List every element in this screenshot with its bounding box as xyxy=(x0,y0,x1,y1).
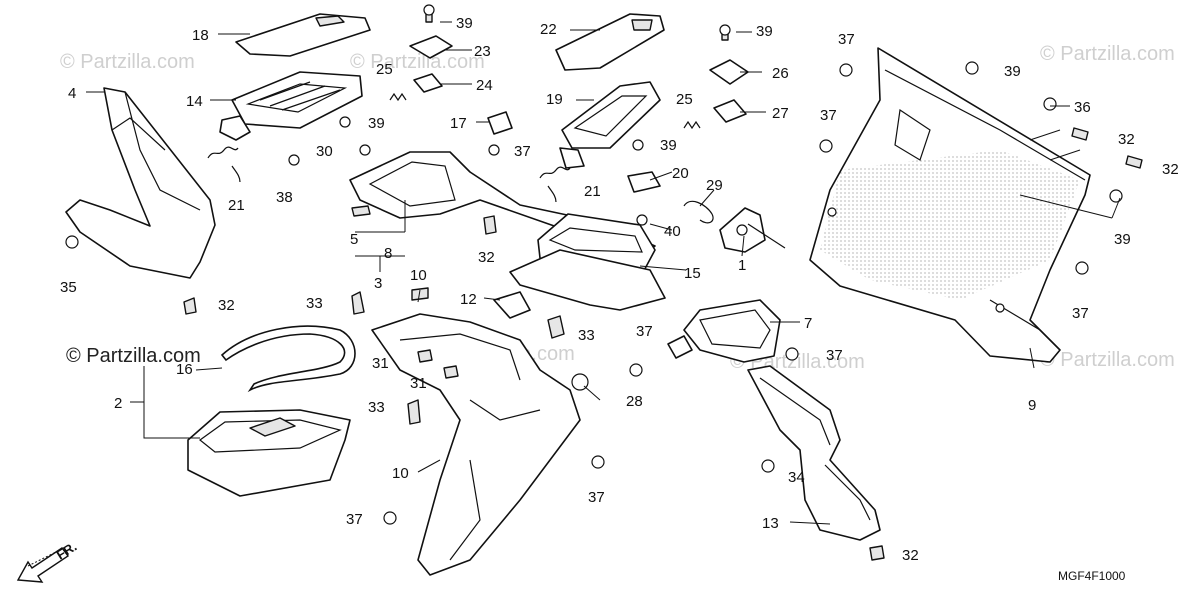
callout-10-small: 10 xyxy=(410,267,427,284)
callout-37-right: 37 xyxy=(820,107,837,124)
callout-14: 14 xyxy=(186,93,203,110)
part-14-tray xyxy=(219,71,363,141)
part-10-inner-panel xyxy=(371,313,581,576)
callout-27: 27 xyxy=(772,105,789,122)
callout-31-lower: 31 xyxy=(410,375,427,392)
callout-28: 28 xyxy=(626,393,643,410)
callout-23: 23 xyxy=(474,43,491,60)
callout-12: 12 xyxy=(460,291,477,308)
callout-labels: 18 4 14 21 38 30 39 25 39 23 24 17 37 22… xyxy=(60,15,1179,564)
callout-32-left: 32 xyxy=(218,297,235,314)
watermark-center: © Partzilla.com xyxy=(350,51,485,73)
drawing-code: MGF4F1000 xyxy=(1058,569,1126,583)
callout-38: 38 xyxy=(276,189,293,206)
callout-8: 8 xyxy=(384,245,392,262)
callout-25-right: 25 xyxy=(676,91,693,108)
callout-32-right2: 32 xyxy=(1162,161,1179,178)
callout-19: 19 xyxy=(546,91,563,108)
part-9-inner-cover xyxy=(809,47,1091,363)
callout-29: 29 xyxy=(706,177,723,194)
part-12-bracket xyxy=(493,291,531,319)
callout-26: 26 xyxy=(772,65,789,82)
callout-37-center: 37 xyxy=(514,143,531,160)
callout-34: 34 xyxy=(788,469,805,486)
callout-7: 7 xyxy=(804,315,812,332)
callout-10-large: 10 xyxy=(392,465,409,482)
callout-21-right: 21 xyxy=(584,183,601,200)
callout-18: 18 xyxy=(192,27,209,44)
callout-15: 15 xyxy=(684,265,701,282)
callout-4: 4 xyxy=(68,85,76,102)
callout-20: 20 xyxy=(672,165,689,182)
callout-37-lowright: 37 xyxy=(1072,305,1089,322)
callout-39-farright: 39 xyxy=(1004,63,1021,80)
callout-31-upper: 31 xyxy=(372,355,389,372)
callout-39-lowright: 39 xyxy=(1114,231,1131,248)
callout-32-right1: 32 xyxy=(1118,131,1135,148)
part-6-key-cylinder xyxy=(719,207,786,253)
callout-16: 16 xyxy=(176,361,193,378)
front-direction-arrow: FR. xyxy=(16,539,79,583)
callout-37-left7: 37 xyxy=(636,323,653,340)
springs xyxy=(207,92,701,203)
part-16-seal xyxy=(220,325,356,393)
part-29-clip xyxy=(683,200,714,224)
part-15-box xyxy=(509,213,666,311)
part-2-box xyxy=(187,409,351,497)
fasteners xyxy=(65,4,1143,561)
part-19-tray xyxy=(559,81,661,169)
part-7-duct xyxy=(667,299,781,363)
watermark-left: © Partzilla.com xyxy=(60,51,195,73)
callout-9: 9 xyxy=(1028,397,1036,414)
callout-5: 5 xyxy=(350,231,358,248)
callout-33-right: 33 xyxy=(578,327,595,344)
callout-37-topright: 37 xyxy=(838,31,855,48)
callout-37-bottom: 37 xyxy=(588,489,605,506)
part-22-lid xyxy=(555,13,665,71)
callout-30: 30 xyxy=(316,143,333,160)
watermark-dark: © Partzilla.com xyxy=(66,345,201,367)
part-18-lid xyxy=(235,13,371,57)
callout-37-mid: 37 xyxy=(826,347,843,364)
leader-lines xyxy=(86,21,1121,525)
callout-22: 22 xyxy=(540,21,557,38)
callout-13: 13 xyxy=(762,515,779,532)
callout-1: 1 xyxy=(738,257,746,274)
callout-3: 3 xyxy=(374,275,382,292)
callout-39-topright: 39 xyxy=(756,23,773,40)
callout-37-bottomleft: 37 xyxy=(346,511,363,528)
callout-36: 36 xyxy=(1074,99,1091,116)
callout-32-bottom: 32 xyxy=(902,547,919,564)
callout-21-left: 21 xyxy=(228,197,245,214)
callout-39-mid: 39 xyxy=(660,137,677,154)
callout-24: 24 xyxy=(476,77,493,94)
callout-25-left: 25 xyxy=(376,61,393,78)
callout-40: 40 xyxy=(664,223,681,240)
callout-39-top: 39 xyxy=(456,15,473,32)
part-4-side-cover xyxy=(65,87,216,279)
callout-33-left: 33 xyxy=(306,295,323,312)
callout-35: 35 xyxy=(60,279,77,296)
watermark-right-lower: © Partzilla.com xyxy=(1040,349,1175,371)
callout-33-lower: 33 xyxy=(368,399,385,416)
callout-2: 2 xyxy=(114,395,122,412)
callout-39-left: 39 xyxy=(368,115,385,132)
callout-17: 17 xyxy=(450,115,467,132)
callout-32-center: 32 xyxy=(478,249,495,266)
watermark-right: © Partzilla.com xyxy=(1040,43,1175,65)
part-13-duct xyxy=(747,365,881,541)
